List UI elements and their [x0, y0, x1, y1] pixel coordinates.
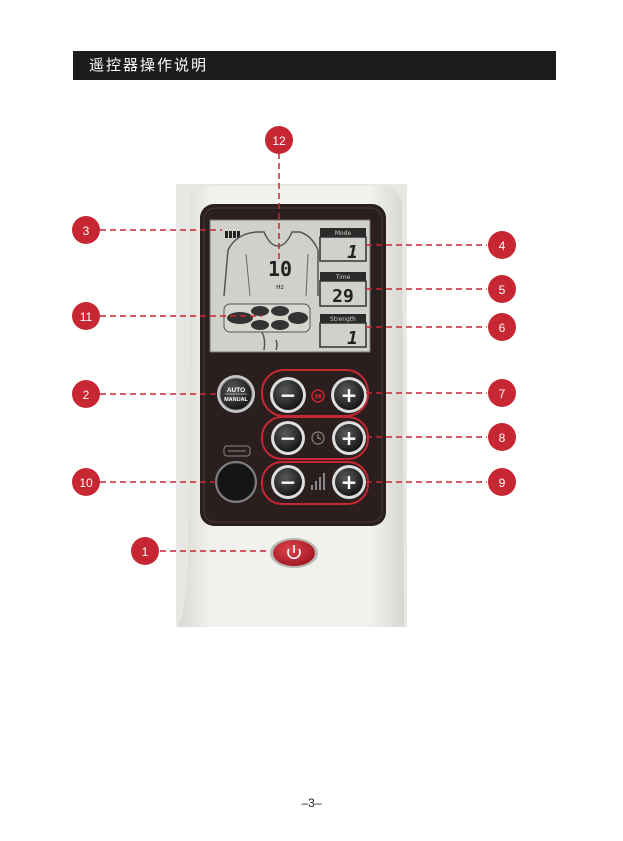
mode-plus-button[interactable]: + [331, 377, 367, 413]
power-icon [287, 548, 301, 560]
svg-text:5: 5 [499, 283, 506, 297]
callout-3: 3 [72, 216, 100, 244]
time-minus-button[interactable]: − [271, 421, 305, 455]
svg-text:−: − [280, 470, 297, 494]
pad-select-icon [223, 445, 251, 457]
svg-text:12: 12 [272, 134, 286, 148]
time-value: 29 [332, 286, 354, 307]
svg-text:1: 1 [142, 545, 149, 559]
svg-text:+: + [341, 383, 358, 407]
strength-display: Strength 1 [319, 314, 367, 349]
svg-text:7: 7 [499, 387, 506, 401]
svg-text:+: + [341, 426, 358, 450]
svg-text:6: 6 [499, 321, 506, 335]
callout-9: 9 [488, 468, 516, 496]
time-display: Time 29 [319, 272, 367, 307]
svg-text:4: 4 [499, 239, 506, 253]
signal-strength-icon [311, 473, 325, 490]
callout-7: 7 [488, 379, 516, 407]
mode-value: 1 [347, 242, 358, 263]
strength-value: 1 [347, 328, 358, 349]
svg-text:−: − [280, 426, 297, 450]
callout-11: 11 [72, 302, 100, 330]
callout-6: 6 [488, 313, 516, 341]
strength-minus-button[interactable]: − [271, 465, 305, 499]
strength-plus-button[interactable]: + [332, 465, 366, 499]
auto-label: AUTO [227, 387, 245, 394]
section-title: 遥控器操作说明 [89, 56, 209, 74]
callout-12: 12 [265, 126, 293, 154]
callout-5: 5 [488, 275, 516, 303]
callout-10: 10 [72, 468, 100, 496]
svg-text:11: 11 [80, 310, 93, 324]
mode-minus-button[interactable]: − [270, 377, 306, 413]
mode-label: Mode [335, 230, 352, 237]
mode-display: Mode 1 [319, 228, 367, 263]
frequency-value: 10 [268, 257, 292, 281]
manual-label: MANUAL [224, 397, 248, 403]
strength-label: Strength [330, 316, 356, 323]
svg-text:9: 9 [499, 476, 506, 490]
page-number: –3– [301, 796, 322, 810]
svg-text:10: 10 [79, 476, 93, 490]
mode-icon: M [311, 389, 325, 403]
callout-4: 4 [488, 231, 516, 259]
electrode-pads-icon [223, 303, 311, 333]
power-button[interactable] [270, 538, 318, 568]
callout-2: 2 [72, 380, 100, 408]
section-header: 遥控器操作说明 [73, 51, 556, 80]
svg-text:−: − [280, 383, 297, 407]
battery-icon [225, 231, 240, 238]
callout-1: 1 [131, 537, 159, 565]
clock-icon [311, 431, 325, 445]
time-plus-button[interactable]: + [332, 421, 366, 455]
auto-manual-button[interactable]: AUTO MANUAL [217, 375, 255, 413]
pad-select-button[interactable] [215, 461, 257, 503]
svg-text:2: 2 [83, 388, 90, 402]
leader-lines [100, 153, 487, 552]
strength-group-outline [261, 461, 369, 505]
svg-text:+: + [341, 470, 358, 494]
time-group-outline [261, 416, 369, 460]
svg-text:3: 3 [83, 224, 90, 238]
frequency-unit: Hz [276, 284, 284, 291]
lcd-screen: 10 Hz Mode 1 Time 29 Streng [209, 219, 371, 353]
svg-text:8: 8 [499, 431, 506, 445]
time-label: Time [335, 274, 351, 281]
body-outline-icon [227, 231, 319, 251]
callout-8: 8 [488, 423, 516, 451]
svg-text:M: M [315, 393, 322, 401]
